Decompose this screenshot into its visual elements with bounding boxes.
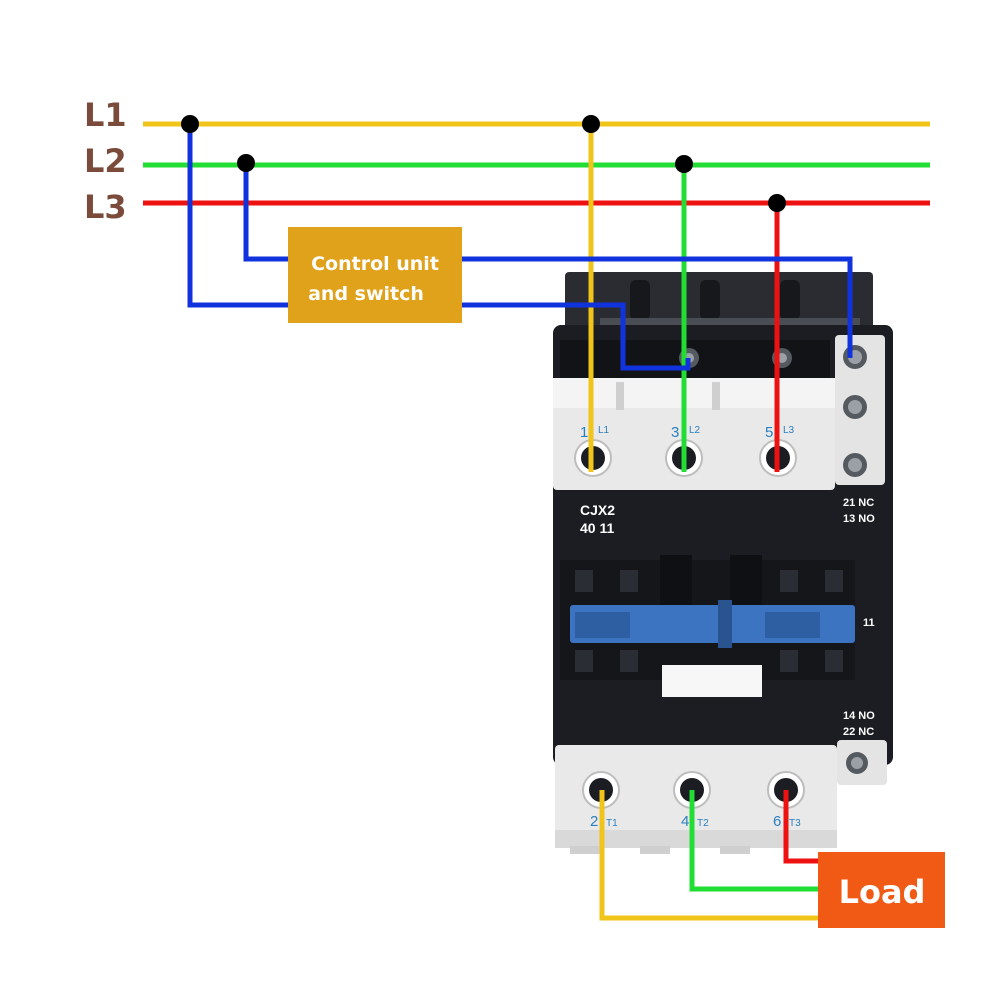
terminal-2-number: 2 <box>590 813 598 830</box>
load-label: Load <box>839 873 926 911</box>
terminal-4-sub: T2 <box>697 818 709 829</box>
control-wire-l1-in <box>187 124 290 308</box>
aux-label-21nc: 21 NC <box>843 497 874 509</box>
bracket-slot <box>630 280 650 320</box>
bracket-slot <box>780 280 800 320</box>
terminal-5-sub: L3 <box>783 425 795 436</box>
junctions <box>181 115 786 212</box>
control-wire-coil-a1 <box>460 302 691 371</box>
screw-terminal-icon <box>846 752 868 774</box>
terminal-3-number: 3 <box>671 424 679 441</box>
aux-label-11: 11 <box>863 617 875 629</box>
phase-label-l3: L3 <box>84 188 127 226</box>
load-box: Load <box>818 852 945 928</box>
control-box-line-2: and switch <box>308 283 424 305</box>
aux-label-13no: 13 NO <box>843 513 875 525</box>
top-terminal-cover <box>553 378 835 408</box>
load-wire-t2 <box>689 790 820 892</box>
phase-label-l1: L1 <box>84 96 127 134</box>
label-plate <box>662 665 762 697</box>
wires <box>143 121 930 921</box>
contactor: 1 L1 3 L2 5 L3 CJX2 40 11 21 NC 13 NO 11… <box>553 272 893 854</box>
terminal-6-sub: T3 <box>789 818 801 829</box>
junction-dot-icon <box>675 155 693 173</box>
model-line-1: CJX2 <box>580 502 615 518</box>
control-wire-l2-in <box>243 163 290 262</box>
load-wire-t3 <box>783 790 820 864</box>
screw-terminal-icon <box>843 453 867 477</box>
control-unit-box: Control unit and switch <box>288 227 462 323</box>
load-wire-t1 <box>599 790 820 921</box>
terminal-5-number: 5 <box>765 424 773 441</box>
junction-dot-icon <box>237 154 255 172</box>
junction-dot-icon <box>582 115 600 133</box>
model-line-2: 40 11 <box>580 520 614 536</box>
terminal-4-number: 4 <box>681 813 689 830</box>
junction-dot-icon <box>181 115 199 133</box>
aux-label-22nc: 22 NC <box>843 726 874 738</box>
bracket-slot <box>700 280 720 320</box>
terminal-1-number: 1 <box>580 424 588 441</box>
terminal-6-number: 6 <box>773 813 781 830</box>
terminal-2-sub: T1 <box>606 818 618 829</box>
screw-terminal-icon <box>843 345 867 369</box>
screw-terminal-icon <box>843 395 867 419</box>
junction-dot-icon <box>768 194 786 212</box>
aux-label-14no: 14 NO <box>843 710 875 722</box>
control-box-line-1: Control unit <box>311 253 439 275</box>
terminal-1-sub: L1 <box>598 425 610 436</box>
phase-label-l2: L2 <box>84 142 127 180</box>
terminal-3-sub: L2 <box>689 425 701 436</box>
control-wire-aux <box>460 256 853 358</box>
